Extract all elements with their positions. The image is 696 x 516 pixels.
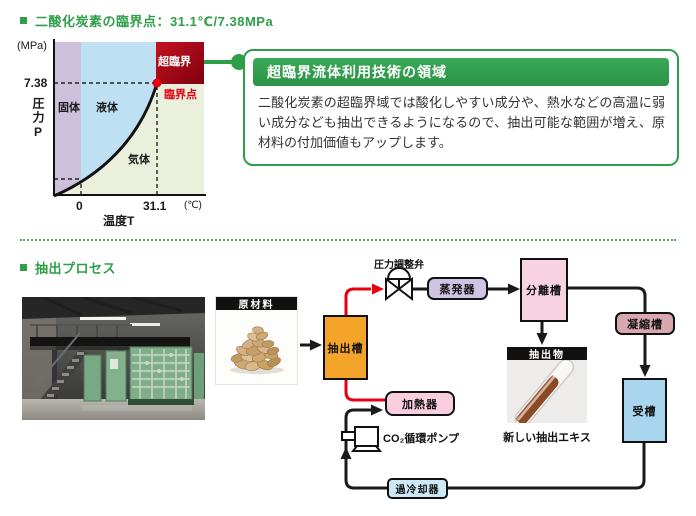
- process-flow-lines: [300, 267, 651, 490]
- critical-point-label: 臨界点: [164, 89, 197, 101]
- saturation-curve: [53, 82, 159, 198]
- supercooler-label: 過冷却器: [395, 485, 440, 496]
- x-axis-label: 温度T: [103, 214, 135, 228]
- supercritical-region: [156, 42, 204, 84]
- x-tick-0: 0: [76, 199, 83, 213]
- node-heater: 加熱器: [385, 391, 455, 416]
- region-label-liquid: 液体: [96, 102, 118, 114]
- x-unit-label: (℃): [184, 200, 202, 211]
- section1-header: 二酸化炭素の臨界点：31.1℃/7.38MPa: [20, 11, 273, 30]
- evaporator-label: 蒸発器: [439, 283, 476, 296]
- y-tick-738: 7.38: [24, 76, 48, 90]
- square-bullet-icon: [20, 264, 27, 271]
- red-arrowhead: [372, 283, 384, 295]
- section2-title: 抽出プロセス: [35, 261, 117, 276]
- heater-label: 加熱器: [402, 398, 438, 411]
- pump-icon: [341, 426, 383, 452]
- extract-photo: 抽出物: [507, 347, 587, 427]
- liquid-region: [81, 42, 157, 182]
- dashed-guides: [54, 82, 158, 194]
- plant-photo: [22, 297, 205, 420]
- callout-box: 超臨界流体利用技術の領域 二酸化炭素の超臨界域では酸化しやすい成分や、熱水などの…: [243, 49, 679, 166]
- node-receiver: 受槽: [622, 378, 667, 443]
- condenser-label: 凝縮槽: [627, 318, 663, 331]
- node-evaporator: 蒸発器: [427, 277, 488, 300]
- black-pipes: [300, 286, 647, 490]
- valve-label: 圧力調整弁: [374, 260, 424, 271]
- region-label-gas: 気体: [128, 154, 150, 166]
- raw-material-photo: 原材料: [215, 296, 298, 385]
- receiver-label: 受槽: [632, 405, 657, 418]
- node-condenser: 凝縮槽: [615, 312, 675, 335]
- x-tick-311: 31.1: [143, 199, 167, 213]
- axes: [53, 39, 206, 196]
- square-bullet-icon: [20, 17, 27, 24]
- node-separator: 分離槽: [520, 258, 568, 322]
- node-extraction-tank: 抽出槽: [323, 315, 368, 380]
- red-pipes: [344, 287, 386, 402]
- section2-header: 抽出プロセス: [20, 258, 116, 277]
- callout-body: 二酸化炭素の超臨界域では酸化しやすい成分や、熱水などの高温に弱い成分なども抽出で…: [258, 95, 665, 150]
- black-arrowheads: [310, 283, 651, 459]
- extract-label: 抽出物: [529, 350, 565, 361]
- co2-phase-diagram: [53, 39, 206, 198]
- raw-material-label-bar: 原材料: [216, 297, 297, 311]
- solid-region: [54, 42, 81, 196]
- separator-label: 分離槽: [526, 285, 562, 297]
- node-supercooler: 過冷却器: [387, 478, 448, 499]
- seed-pile-image: [230, 326, 284, 374]
- region-label-solid: 固体: [58, 102, 80, 114]
- pump-label: CO₂循環ポンプ: [383, 433, 460, 445]
- region-label-supercritical: 超臨界: [158, 56, 191, 68]
- extract-caption: 新しい抽出エキス: [503, 432, 591, 444]
- callout-title: 超臨界流体利用技術の領域: [253, 58, 669, 86]
- valve-icon: [385, 267, 413, 302]
- y-unit-label: (MPa): [17, 40, 47, 52]
- extract-label-bar: 抽出物: [507, 347, 587, 361]
- y-axis-label: 圧力P: [31, 97, 45, 141]
- critical-point-marker: [152, 78, 162, 88]
- callout-connector-line: [204, 60, 236, 64]
- extraction-tank-label: 抽出槽: [327, 342, 364, 355]
- raw-material-label: 原材料: [238, 300, 275, 311]
- section-divider: [20, 239, 676, 241]
- section1-title: 二酸化炭素の臨界点：31.1℃/7.38MPa: [35, 14, 274, 29]
- test-tube-image: [514, 358, 575, 427]
